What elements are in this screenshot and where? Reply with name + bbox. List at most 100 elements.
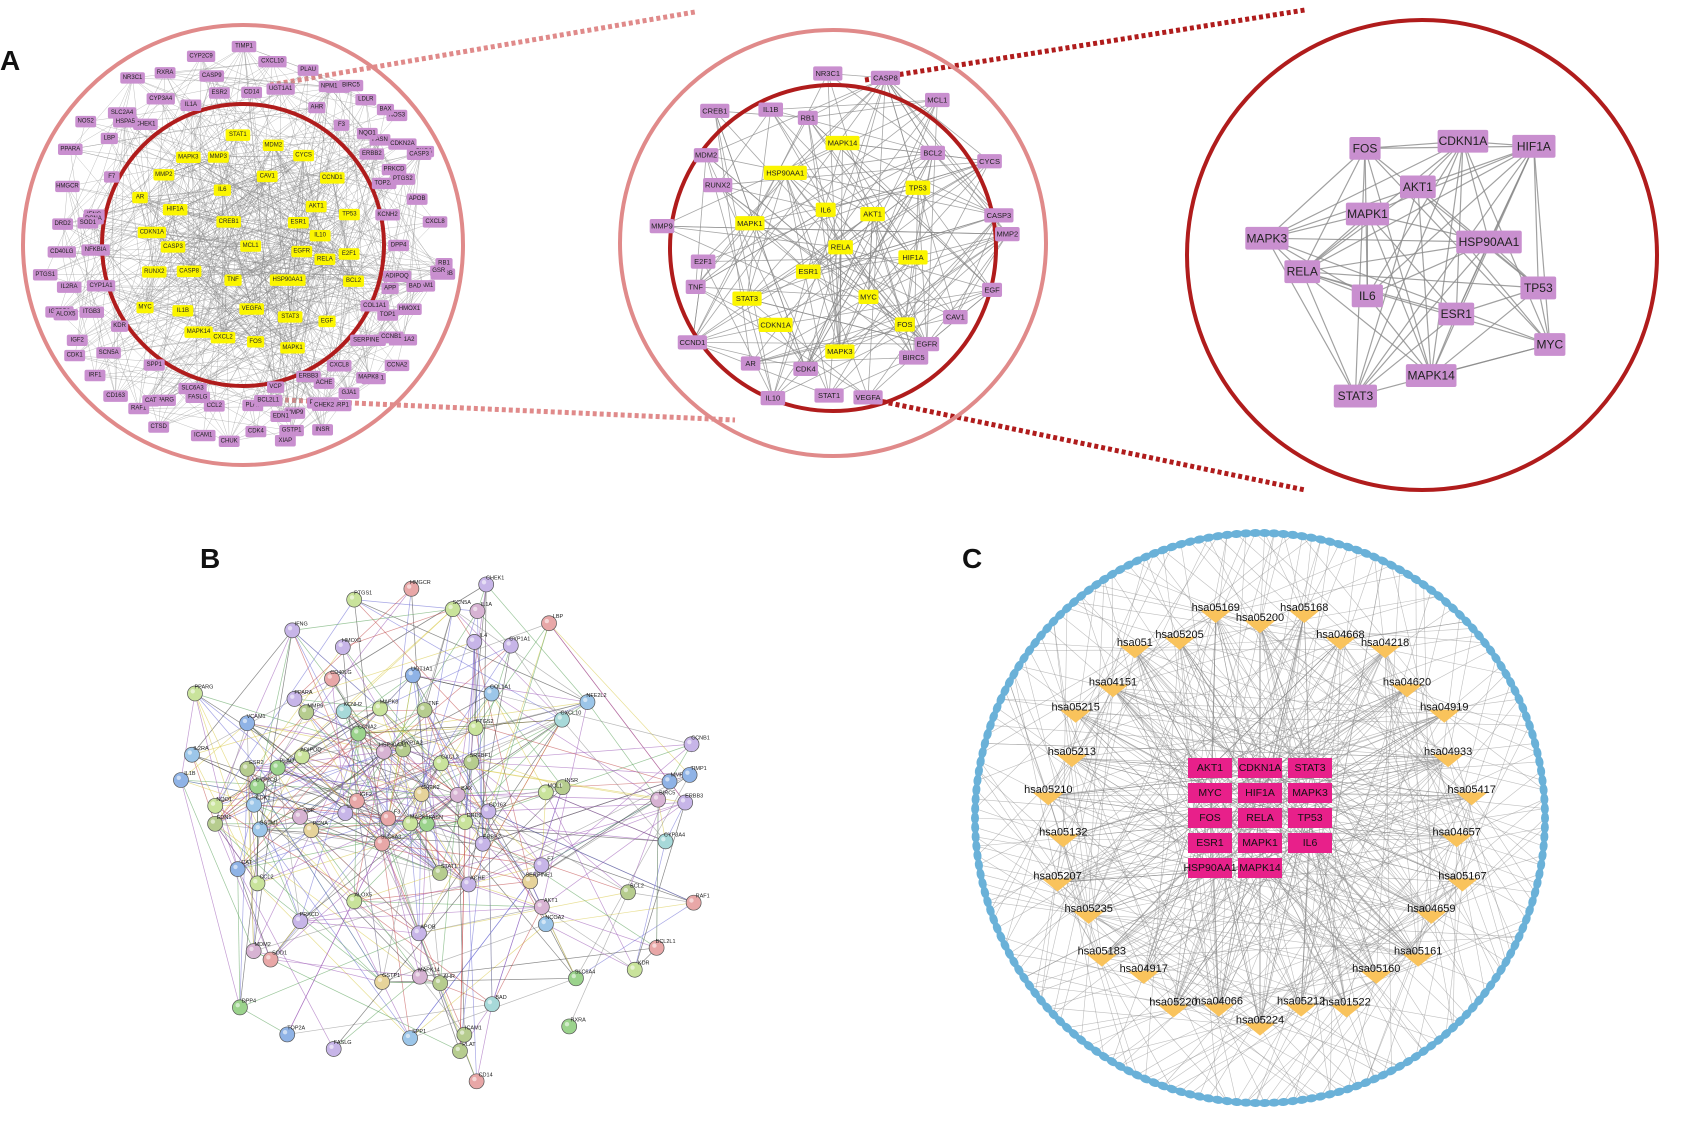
edge bbox=[993, 688, 1114, 920]
target-node bbox=[1525, 719, 1534, 732]
edge bbox=[770, 99, 938, 111]
edge bbox=[1013, 674, 1058, 883]
edge bbox=[1013, 613, 1305, 963]
edge bbox=[548, 623, 686, 803]
pathway-triangle bbox=[1390, 684, 1423, 698]
node-highlight bbox=[689, 898, 694, 903]
edge bbox=[471, 761, 542, 866]
edge bbox=[424, 709, 670, 782]
node-box bbox=[356, 371, 381, 384]
target-node bbox=[980, 737, 990, 750]
node-egfr: EGFR bbox=[291, 245, 313, 258]
edge bbox=[1444, 713, 1544, 791]
node-box bbox=[703, 178, 733, 193]
target-node bbox=[1535, 755, 1544, 768]
node-label: CCND1 bbox=[679, 338, 705, 347]
hub-label: RELA bbox=[1246, 812, 1273, 824]
node-box bbox=[732, 291, 762, 306]
hub-box bbox=[1288, 808, 1332, 828]
node-highlight bbox=[472, 1076, 477, 1082]
node-label: STAT1 bbox=[441, 864, 457, 870]
edge bbox=[468, 802, 686, 885]
node-cdkn1a: CDKN1A bbox=[758, 317, 793, 332]
pathway-label: hsa05169 bbox=[1192, 602, 1240, 614]
edge bbox=[1209, 867, 1220, 1008]
edge bbox=[237, 134, 380, 141]
node-box bbox=[287, 216, 309, 229]
node-box bbox=[32, 269, 58, 281]
edge bbox=[410, 823, 666, 842]
node-nos2: NOS2 bbox=[75, 115, 97, 128]
node-rxra: RXRA bbox=[561, 1017, 586, 1035]
edge bbox=[1264, 532, 1305, 615]
node-box bbox=[338, 248, 360, 260]
edge bbox=[94, 214, 251, 247]
node-box bbox=[293, 149, 315, 162]
pathway-hsa05220: hsa05220 bbox=[1149, 997, 1198, 1018]
node-mmp3: MMP3 bbox=[207, 151, 229, 163]
node-slc6a4: SLC6A4 bbox=[568, 969, 596, 987]
pathway-hsa04919: hsa04919 bbox=[1420, 702, 1468, 723]
edge bbox=[541, 702, 588, 908]
node-label: FOS bbox=[249, 339, 261, 345]
node-box bbox=[52, 218, 74, 230]
node-casp9: CASP9 bbox=[199, 70, 225, 82]
pathway-triangle bbox=[1041, 878, 1074, 892]
edge bbox=[1303, 613, 1311, 769]
edge bbox=[1300, 560, 1384, 1008]
edge bbox=[1057, 882, 1312, 1099]
edge bbox=[382, 981, 441, 984]
edge bbox=[163, 174, 234, 281]
edge bbox=[1018, 969, 1261, 1027]
node-box bbox=[53, 308, 79, 321]
node-hmox1: HMOX1 bbox=[334, 638, 362, 655]
edge bbox=[287, 1003, 493, 1035]
edge bbox=[692, 172, 786, 343]
node-box bbox=[898, 250, 928, 265]
edge bbox=[294, 87, 339, 414]
node-box bbox=[1284, 260, 1321, 284]
target-node bbox=[1538, 774, 1547, 787]
edge bbox=[418, 794, 422, 934]
node-cdkn2a: CDKN2A bbox=[388, 138, 417, 150]
node-top2a: TOP2A bbox=[371, 177, 397, 190]
node-label: MMP2 bbox=[155, 172, 173, 178]
node-label: IRF1 bbox=[88, 373, 102, 379]
node-bcl2l1: BCL2L1 bbox=[254, 394, 283, 407]
pathway-triangle bbox=[1032, 792, 1065, 806]
pathway-hsa04218: hsa04218 bbox=[1361, 637, 1409, 659]
edge bbox=[138, 245, 399, 409]
edge bbox=[259, 762, 442, 830]
edge bbox=[1088, 1008, 1174, 1047]
edge bbox=[954, 215, 1000, 318]
pathway-hsa05212: hsa05212 bbox=[1277, 996, 1325, 1017]
node-box bbox=[231, 40, 257, 53]
node-label: BAX bbox=[379, 107, 391, 113]
node-box bbox=[825, 135, 860, 151]
node-hif1a: HIF1A bbox=[162, 203, 188, 216]
node-nqo1: NQO1 bbox=[207, 797, 232, 814]
node-label: PPARA bbox=[60, 146, 80, 152]
node-rela: RELA bbox=[1284, 260, 1321, 284]
node-cdk4: CDK4 bbox=[245, 425, 267, 438]
node-label: F7 bbox=[547, 856, 553, 862]
node-label: MDM2 bbox=[255, 942, 271, 948]
edge bbox=[246, 722, 383, 844]
outer-ring bbox=[21, 23, 465, 467]
edge bbox=[356, 719, 563, 802]
node-label: XIAP bbox=[279, 438, 293, 444]
edge bbox=[1431, 725, 1530, 916]
edge bbox=[237, 134, 268, 177]
edge bbox=[464, 584, 487, 823]
edge bbox=[784, 172, 956, 318]
node-ctsd: CTSD bbox=[148, 421, 170, 433]
edge bbox=[1417, 186, 1551, 345]
node-cxcl2: CXCL2 bbox=[210, 331, 236, 344]
edge bbox=[1179, 640, 1211, 869]
node-label: SLC6A4 bbox=[575, 969, 596, 975]
edge bbox=[383, 709, 425, 752]
node-igf2: IGF2 bbox=[349, 792, 372, 809]
edge bbox=[353, 599, 383, 844]
edge bbox=[194, 693, 301, 818]
node-label: NQO1 bbox=[359, 131, 377, 137]
